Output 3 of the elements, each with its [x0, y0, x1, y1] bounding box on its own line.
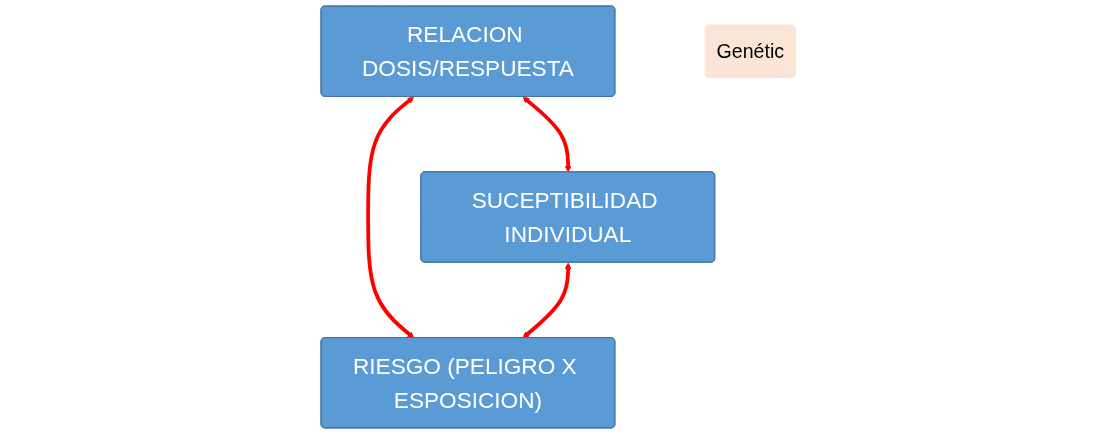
arrow — [522, 96, 572, 173]
arrow — [522, 262, 572, 339]
arrow — [366, 96, 414, 339]
